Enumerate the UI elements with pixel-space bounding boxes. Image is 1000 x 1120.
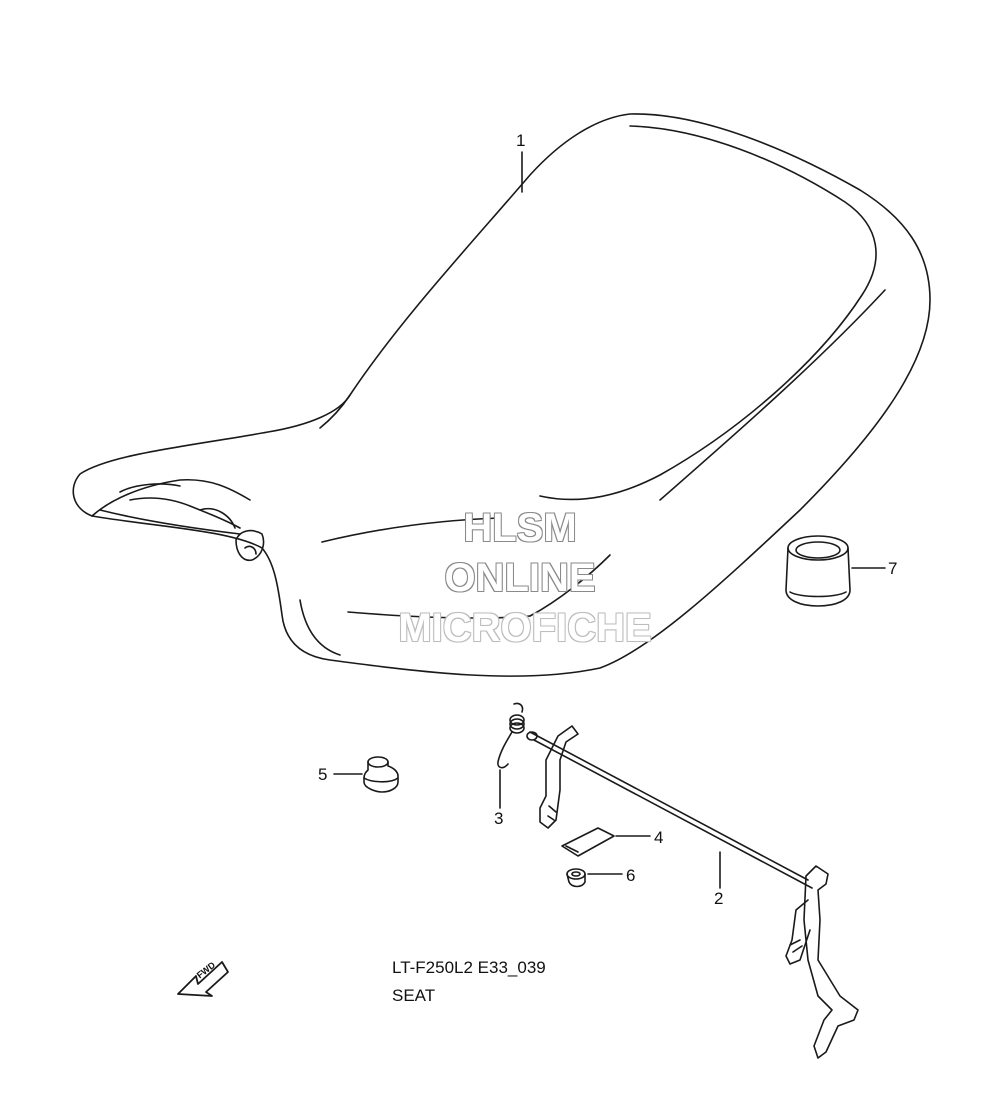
callout-3: 3: [494, 809, 504, 828]
callout-7: 7: [888, 559, 898, 578]
seat-part: [72, 113, 931, 677]
bumper-part-5: [333, 756, 399, 793]
forward-arrow-icon: [177, 961, 229, 997]
diagram-code: LT-F250L2 E33_039: [392, 958, 546, 977]
callout-1: 1: [516, 131, 526, 150]
callout-5: 5: [318, 765, 328, 784]
watermark-line-1: HLSM: [463, 506, 577, 550]
nut-part-6: [566, 868, 623, 888]
seat-lock-part-2: [526, 725, 859, 1059]
plate-part-4: [561, 827, 651, 857]
callout-6: 6: [626, 866, 636, 885]
callout-4: 4: [654, 828, 664, 847]
spring-part-3: [497, 702, 525, 809]
watermark-line-3: MICROFICHE: [398, 606, 652, 650]
diagram-title: SEAT: [392, 986, 436, 1005]
cushion-part-7: [785, 535, 886, 607]
callout-2: 2: [714, 889, 724, 908]
watermark-line-2: ONLINE: [444, 556, 596, 600]
